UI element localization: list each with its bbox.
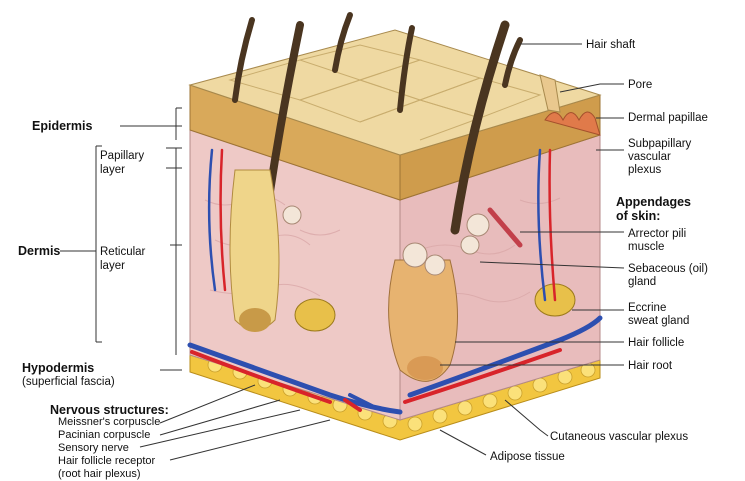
label-dermal-papillae: Dermal papillae bbox=[628, 112, 708, 124]
label-dermis: Dermis bbox=[18, 245, 60, 257]
label-epidermis: Epidermis bbox=[32, 120, 92, 132]
label-papillary-layer-1: Papillary bbox=[100, 150, 144, 162]
label-sebaceous-2: gland bbox=[628, 276, 656, 288]
label-meissner: Meissner's corpuscle bbox=[58, 416, 160, 428]
label-subpapillary-3: plexus bbox=[628, 164, 661, 176]
left-brackets bbox=[60, 108, 182, 370]
label-sebaceous-1: Sebaceous (oil) bbox=[628, 263, 708, 275]
label-appendages-2: of skin: bbox=[616, 210, 660, 222]
label-hypodermis: Hypodermis bbox=[22, 362, 94, 374]
label-reticular-layer-1: Reticular bbox=[100, 246, 145, 258]
label-papillary-layer-2: layer bbox=[100, 164, 125, 176]
label-appendages-1: Appendages bbox=[616, 196, 691, 208]
label-subpapillary-2: vascular bbox=[628, 151, 671, 163]
label-hair-follicle: Hair follicle bbox=[628, 337, 684, 349]
label-sensory-nerve: Sensory nerve bbox=[58, 442, 129, 454]
label-subpapillary-1: Subpapillary bbox=[628, 138, 691, 150]
label-pacinian: Pacinian corpuscle bbox=[58, 429, 150, 441]
label-arrector-pili-2: muscle bbox=[628, 241, 664, 253]
label-superficial-fascia: (superficial fascia) bbox=[22, 376, 115, 388]
label-root-hair-plexus: (root hair plexus) bbox=[58, 468, 141, 480]
label-pore: Pore bbox=[628, 79, 652, 91]
label-hair-shaft: Hair shaft bbox=[586, 39, 635, 51]
label-adipose-tissue: Adipose tissue bbox=[490, 451, 565, 463]
label-arrector-pili-1: Arrector pili bbox=[628, 228, 686, 240]
label-hair-follicle-receptor: Hair follicle receptor bbox=[58, 455, 155, 467]
label-reticular-layer-2: layer bbox=[100, 260, 125, 272]
label-eccrine-1: Eccrine bbox=[628, 302, 666, 314]
label-hair-root: Hair root bbox=[628, 360, 672, 372]
label-cutaneous-vascular-plexus: Cutaneous vascular plexus bbox=[550, 431, 688, 443]
label-nervous-structures: Nervous structures: bbox=[50, 404, 169, 416]
label-eccrine-2: sweat gland bbox=[628, 315, 689, 327]
